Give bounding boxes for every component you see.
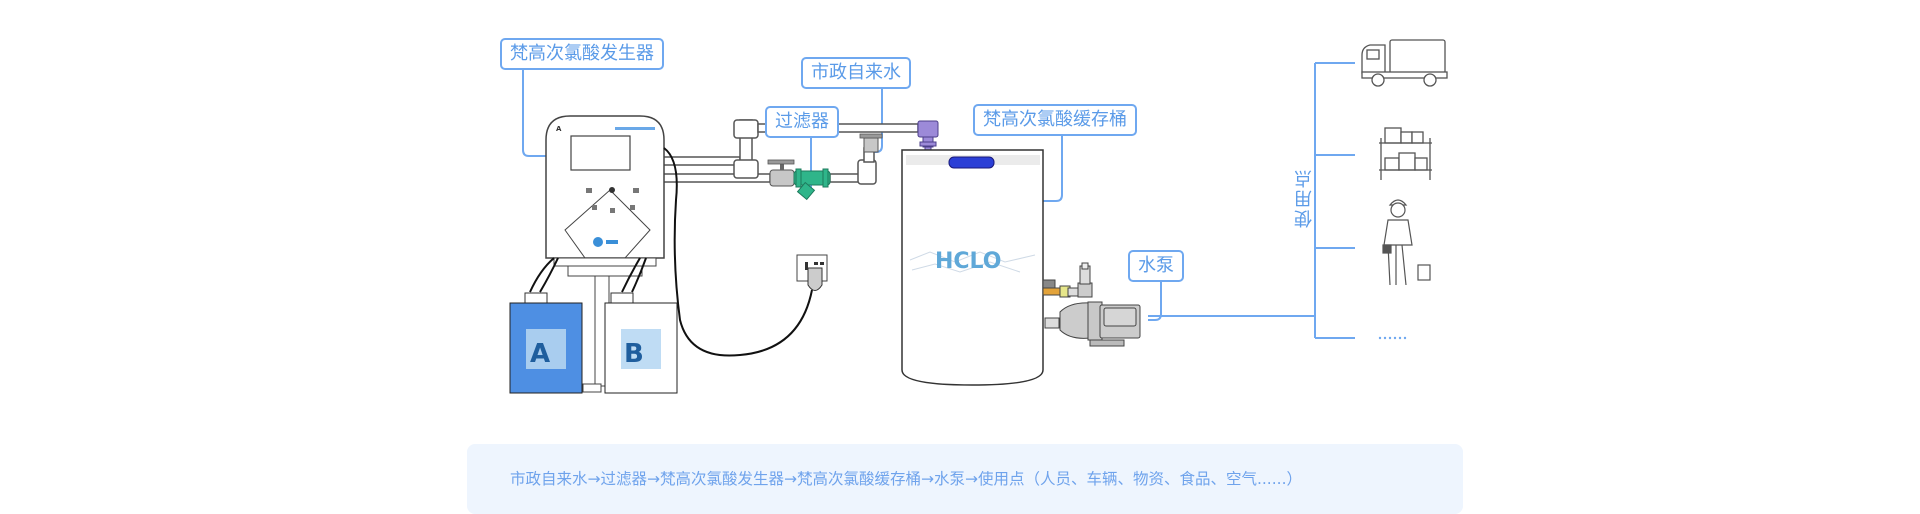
- label-tap-water: 市政自来水: [801, 57, 911, 89]
- ball-valve-icon: [767, 159, 795, 187]
- container-a-letter: A: [530, 339, 550, 369]
- process-diagram: A A B: [509, 39, 1448, 394]
- label-storage-tank: 梵高次氯酸缓存桶: [973, 104, 1137, 136]
- elbow-top: [733, 119, 759, 139]
- power-socket-icon: [796, 254, 828, 291]
- label-generator: 梵高次氯酸发生器: [500, 38, 664, 70]
- label-filter: 过滤器: [765, 106, 839, 138]
- label-connectors: [522, 62, 1355, 339]
- worker-icon: [1382, 199, 1431, 286]
- pump-connector: [1148, 282, 1162, 321]
- faucet-valve-icon: [859, 133, 883, 153]
- container-a-icon: A: [509, 292, 583, 394]
- svg-text:A: A: [556, 125, 562, 133]
- storage-tank-icon: HCLO: [901, 149, 1044, 386]
- elbow-bottom: [733, 159, 759, 179]
- y-filter-icon: [793, 168, 831, 201]
- label-pump: 水泵: [1128, 250, 1184, 282]
- process-caption-box: 市政自来水→过滤器→梵高次氯酸发生器→梵高次氯酸缓存桶→水泵→使用点（人员、车辆…: [467, 444, 1463, 514]
- water-pump-icon: [1042, 262, 1141, 347]
- container-b-icon: B: [604, 292, 678, 394]
- tank-connector: [1043, 133, 1063, 202]
- generator-connector: [522, 70, 546, 157]
- container-b-letter: B: [624, 339, 644, 369]
- elbow-right: [857, 159, 877, 185]
- shelves-icon: [1379, 127, 1432, 180]
- cables: [529, 147, 813, 357]
- label-use-points: 使用点: [1294, 168, 1315, 228]
- truck-icon: [1361, 39, 1448, 87]
- tank-logo-text: HCLO: [935, 249, 1002, 274]
- pipe-after-filter: [829, 173, 861, 183]
- process-caption-text: 市政自来水→过滤器→梵高次氯酸发生器→梵高次氯酸缓存桶→水泵→使用点（人员、车辆…: [510, 470, 1303, 488]
- more-items-ellipsis: [1378, 336, 1407, 340]
